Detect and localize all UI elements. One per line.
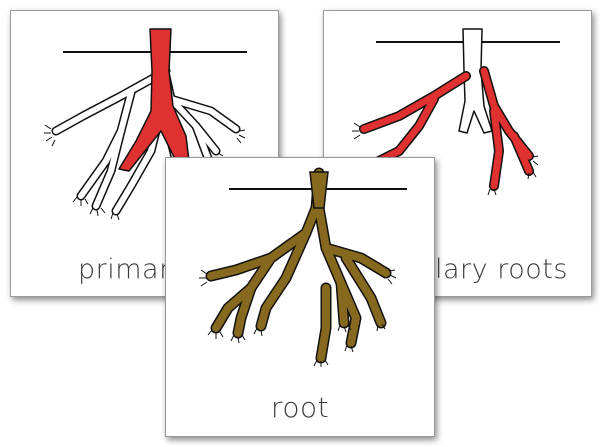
- root-fill: [207, 169, 390, 362]
- root-hairs: [352, 122, 539, 196]
- primary-root-outline: [458, 28, 493, 134]
- root-top: [309, 171, 329, 209]
- primary-root-highlight: [118, 28, 190, 172]
- secondary-roots-highlight: [360, 67, 533, 190]
- card-caption-primary: primar: [78, 254, 171, 285]
- card-caption-secondary: lary roots: [435, 254, 568, 285]
- root-card[interactable]: root: [165, 157, 435, 437]
- root-illustration: [199, 167, 407, 367]
- card-caption-root: root: [270, 391, 330, 424]
- root-hairs: [199, 269, 397, 367]
- secondary-roots-illustration: [352, 28, 560, 196]
